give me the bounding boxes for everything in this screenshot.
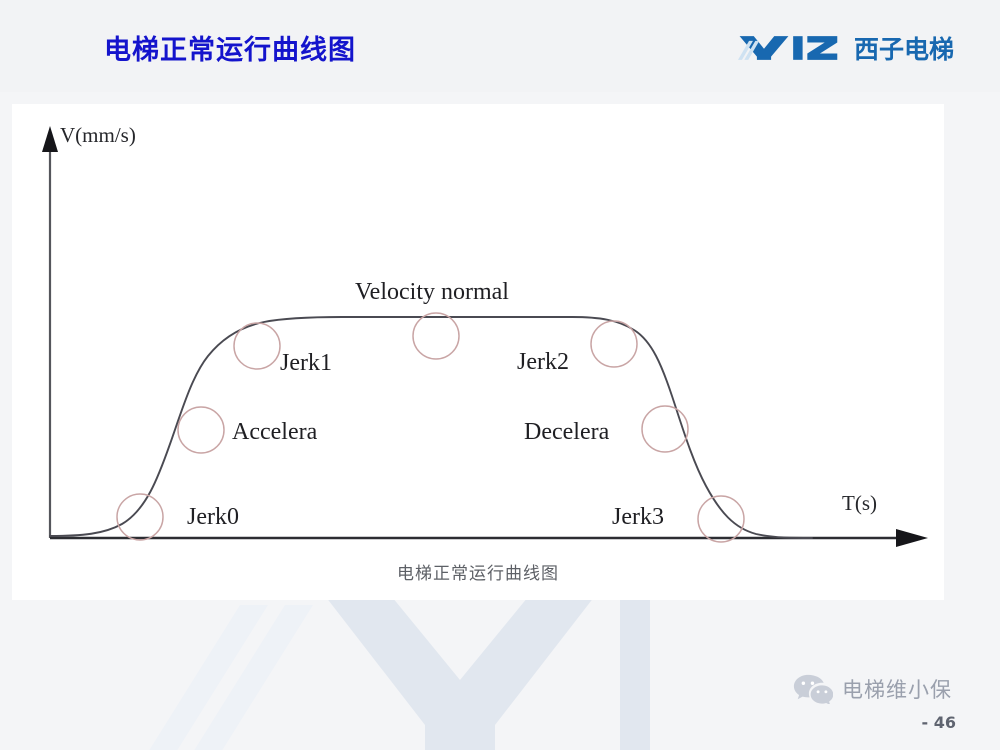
wechat-icon [793,674,833,704]
marker-jerk1 [233,322,281,370]
marker-velocity-normal [412,312,460,360]
label-jerk2: Jerk2 [517,349,569,375]
annotation-markers [116,312,745,543]
label-jerk3: Jerk3 [612,504,664,530]
page-number: - 46 [921,713,956,732]
label-jerk1: Jerk1 [280,350,332,376]
velocity-curve-chart: V(mm/s) T(s) Jerk0 Accelera Jerk1 Veloci… [42,123,928,547]
marker-decelera [641,405,689,453]
chart-caption: 电梯正常运行曲线图 [397,564,559,584]
marker-jerk0 [116,493,164,541]
slide-header: 电梯正常运行曲线图 西子电梯 [0,0,1000,92]
y-axis-label: V(mm/s) [60,123,136,147]
velocity-curve [49,316,813,539]
marker-jerk2 [590,320,638,368]
wechat-account-name: 电梯维小保 [842,677,952,702]
label-velocity-normal: Velocity normal [355,279,509,305]
chart-panel: V(mm/s) T(s) Jerk0 Accelera Jerk1 Veloci… [12,104,944,600]
wechat-account-badge: 电梯维小保 [793,673,952,704]
xizi-logo-icon [737,36,838,60]
label-jerk0: Jerk0 [187,504,239,530]
brand-name-cn: 西子电梯 [853,35,954,64]
y-axis [42,126,58,538]
marker-jerk3 [697,495,745,543]
label-decelera: Decelera [524,419,610,445]
label-accelera: Accelera [232,419,318,445]
page-title: 电梯正常运行曲线图 [104,35,356,66]
brand-logo: 西子电梯 [737,30,954,66]
x-axis [50,529,928,547]
marker-accelera [177,406,225,454]
x-axis-label: T(s) [842,491,877,515]
